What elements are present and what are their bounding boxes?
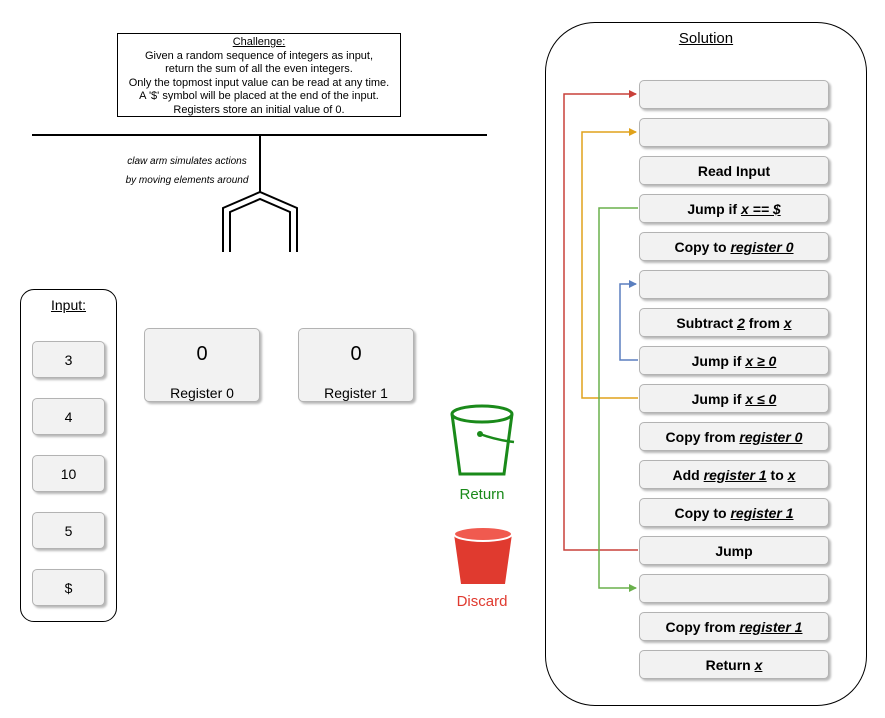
claw-arm-shaft	[259, 135, 261, 193]
challenge-box: Challenge: Given a random sequence of in…	[117, 33, 401, 117]
step-operand: register 1	[703, 466, 767, 483]
input-item[interactable]: 4	[32, 398, 105, 435]
return-label: Return	[459, 486, 505, 503]
step-text: Jump if	[691, 352, 746, 369]
step-text: Copy from	[665, 428, 740, 445]
challenge-title: Challenge:	[232, 36, 286, 48]
step-text: to	[766, 466, 788, 483]
step-text: Read Input	[697, 162, 771, 179]
solution-step[interactable]: Jump if x ≤ 0	[639, 384, 829, 413]
jump-arrow-blue	[619, 280, 638, 361]
input-title: Input:	[50, 297, 87, 313]
register-value: 0	[196, 343, 208, 365]
claw-note-line: by moving elements around	[125, 175, 249, 186]
solution-step[interactable]	[639, 270, 829, 299]
solution-step[interactable]: Jump	[639, 536, 829, 565]
step-text: Copy from	[665, 618, 740, 635]
step-text: Jump	[715, 542, 753, 559]
step-operand: x	[754, 656, 763, 673]
step-text: Jump if	[691, 390, 746, 407]
solution-step[interactable]: Copy from register 1	[639, 612, 829, 641]
jump-arrow-orange	[581, 128, 638, 399]
step-operand: register 0	[730, 238, 794, 255]
input-item[interactable]: 10	[32, 455, 105, 492]
step-text: from	[744, 314, 784, 331]
challenge-line: A '$' symbol will be placed at the end o…	[139, 90, 379, 102]
discard-bucket-icon[interactable]	[450, 524, 516, 588]
step-operand: register 1	[730, 504, 794, 521]
step-text: Jump if	[687, 200, 741, 217]
input-item[interactable]: $	[32, 569, 105, 606]
step-operand: x ≥ 0	[745, 352, 777, 369]
solution-step[interactable]: Copy to register 0	[639, 232, 829, 261]
input-item[interactable]: 3	[32, 341, 105, 378]
step-text: Copy to	[674, 238, 731, 255]
register-label: Register 1	[324, 385, 388, 401]
claw-note-line: claw arm simulates actions	[127, 156, 247, 167]
step-operand: register 0	[739, 428, 803, 445]
solution-step[interactable]: Jump if x == $	[639, 194, 829, 223]
solution-step[interactable]	[639, 80, 829, 109]
input-item[interactable]: 5	[32, 512, 105, 549]
solution-step[interactable]	[639, 118, 829, 147]
step-text: Subtract	[676, 314, 738, 331]
return-bucket-icon[interactable]	[444, 400, 520, 480]
register-label: Register 0	[170, 385, 234, 401]
solution-step[interactable]: Subtract 2 from x	[639, 308, 829, 337]
step-operand: 2	[737, 314, 745, 331]
jump-arrow-red	[563, 90, 638, 551]
step-text: Return	[705, 656, 755, 673]
step-text: Copy to	[674, 504, 731, 521]
register-0[interactable]: 0 Register 0	[144, 328, 260, 402]
step-text: Add	[672, 466, 704, 483]
challenge-line: return the sum of all the even integers.	[165, 63, 353, 75]
challenge-line: Only the topmost input value can be read…	[128, 76, 390, 89]
claw-icon	[222, 190, 298, 252]
register-value: 0	[350, 343, 362, 365]
register-1[interactable]: 0 Register 1	[298, 328, 414, 402]
solution-step[interactable]	[639, 574, 829, 603]
step-operand: x == $	[740, 200, 781, 217]
solution-step[interactable]: Read Input	[639, 156, 829, 185]
jump-arrow-green	[598, 207, 638, 592]
claw-note: claw arm simulates actions by moving ele…	[112, 152, 262, 190]
solution-step[interactable]: Copy from register 0	[639, 422, 829, 451]
solution-step[interactable]: Jump if x ≥ 0	[639, 346, 829, 375]
step-operand: register 1	[739, 618, 803, 635]
solution-title: Solution	[678, 30, 734, 47]
solution-step[interactable]: Return x	[639, 650, 829, 679]
step-operand: x	[787, 466, 796, 483]
solution-step[interactable]: Copy to register 1	[639, 498, 829, 527]
discard-label: Discard	[456, 593, 508, 610]
challenge-line: Given a random sequence of integers as i…	[144, 49, 374, 62]
solution-step[interactable]: Add register 1 to x	[639, 460, 829, 489]
challenge-line: Registers store an initial value of 0.	[173, 103, 345, 116]
step-operand: x	[783, 314, 792, 331]
step-operand: x ≤ 0	[745, 390, 777, 407]
